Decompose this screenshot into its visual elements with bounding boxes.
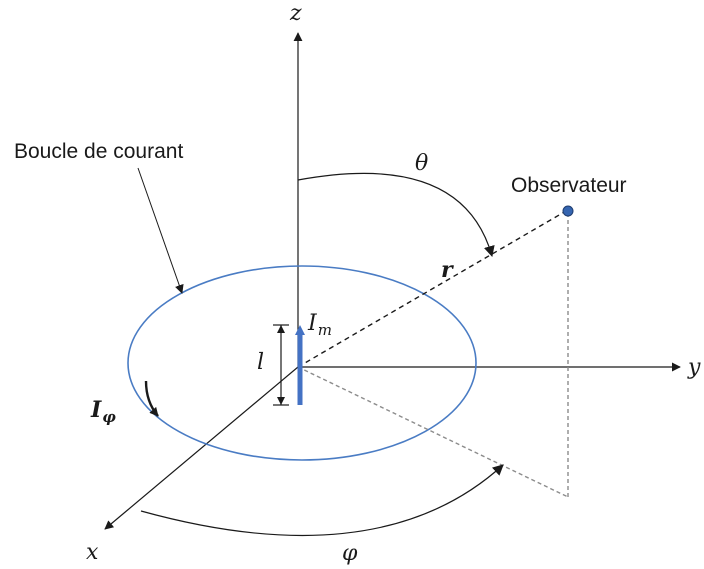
theta-arc [297,172,495,258]
axis-y-label: y [687,355,701,380]
current-loop [127,265,477,461]
phi-label: φ [342,541,358,566]
axis-x-label: x [86,540,99,565]
loop-current-arrow [144,380,159,417]
x-axis [104,366,299,530]
r-label: r [441,257,454,283]
length-dimension-top-arrowhead [277,325,285,333]
axis-z-label: z [289,1,302,26]
observer-point [562,205,574,217]
phi-arc [140,464,504,536]
loop-current-label: Iφ [90,397,116,426]
current-moment-subscript: m [318,321,332,339]
loop-name-label: Boucle de courant [14,140,183,163]
loop-label-leader [137,167,184,294]
loop-current-subscript: φ [102,408,116,426]
loop-current-symbol: I [90,397,102,423]
length-label: l [257,350,264,375]
current-moment-label: Im [307,311,332,339]
observer-label: Observateur [511,174,627,197]
position-vector-r [297,210,567,368]
theta-label: θ [415,151,428,176]
current-moment-symbol: I [307,311,318,336]
length-dimension-bottom-arrowhead [277,397,285,405]
observer-ground-projection [297,366,569,498]
